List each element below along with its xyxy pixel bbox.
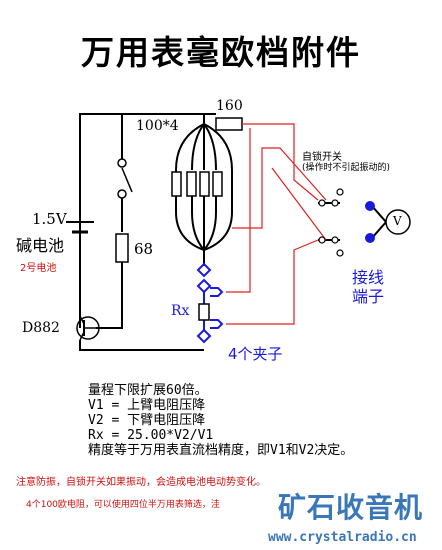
clip-1	[196, 262, 212, 278]
battery-voltage-label: 1.5V	[32, 210, 67, 228]
push-switch-symbol	[117, 158, 133, 199]
top-wire	[79, 113, 205, 328]
r68-label: 68	[134, 240, 154, 258]
page-title: 万用表毫欧档附件	[81, 33, 361, 72]
notes-block: 量程下限扩展60倍。 V1 = 上臂电阻压降 V2 = 下臂电阻压降 Rx = …	[88, 383, 353, 458]
clip-symbols	[196, 262, 224, 344]
r160-resistor	[215, 117, 243, 131]
watermark-url: www.crystalradio.cn	[268, 530, 417, 545]
note-line-4: Rx = 25.00*V2/V1	[88, 428, 214, 443]
clip-5	[210, 319, 224, 329]
note-line-3: V2 = 下臂电阻压降	[88, 413, 206, 428]
binding-posts	[365, 201, 375, 243]
red-sense-wires	[226, 123, 327, 325]
r160-label: 160	[216, 98, 243, 114]
watermark-logo: 矿石收音机	[278, 491, 424, 524]
clip-2	[196, 278, 212, 294]
note-line-1: 量程下限扩展60倍。	[88, 383, 208, 398]
r68-wire	[96, 262, 123, 329]
switch-label: 自锁开关	[302, 152, 342, 163]
bank-right	[203, 123, 233, 251]
note-line-5: 精度等于万用表直流档精度，即V1和V2决定。	[88, 443, 354, 458]
meter-label: V	[393, 214, 402, 228]
switch-note: (操作时不引起振动的)	[302, 163, 391, 173]
bank-resistor-1	[171, 171, 182, 197]
warning-line-2: 4个100欧电阻，可以使用四位半万用表筛选，洼	[26, 500, 220, 510]
clip-3	[210, 287, 224, 297]
note-line-2: V1 = 上臂电阻压降	[88, 398, 206, 413]
clip-4	[196, 328, 212, 344]
self-lock-switch	[318, 188, 344, 257]
terminals-label-2: 端子	[352, 287, 385, 306]
r68-resistor	[115, 233, 129, 263]
transistor-symbol	[76, 315, 100, 341]
warning-line-1: 注意防振，自锁开关如果振动，会造成电池电动势变化。	[16, 477, 266, 488]
clips-label: 4个夹子	[228, 345, 283, 363]
rx-label: Rx	[171, 303, 190, 319]
bank-resistor-3	[199, 171, 210, 197]
battery-symbol	[66, 221, 94, 234]
bank-resistor-2	[186, 171, 197, 197]
r100x4-label: 100*4	[136, 118, 179, 134]
terminals-label-1: 接线	[352, 268, 385, 287]
bank-resistor-4	[212, 171, 223, 197]
battery-type-label: 碱电池	[16, 236, 65, 255]
voltmeter-symbol	[385, 209, 411, 235]
battery-size-label: 2号电池	[20, 263, 57, 274]
transistor-label: D882	[22, 320, 60, 336]
resistor-bank	[171, 171, 223, 197]
rx-resistor	[198, 303, 210, 321]
bottom-wire	[79, 340, 204, 351]
